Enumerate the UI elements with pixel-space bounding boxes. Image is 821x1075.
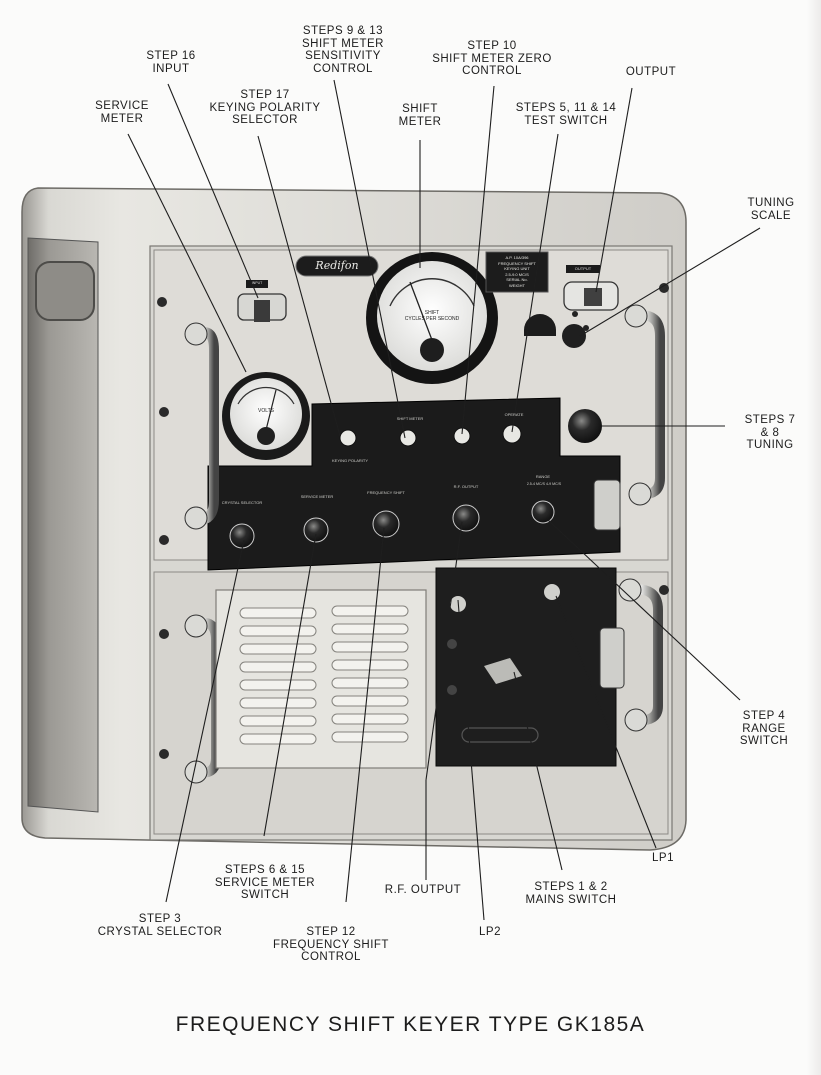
knob-freq-label: FREQUENCY SHIFT xyxy=(367,490,405,495)
page-edge-shadow xyxy=(807,0,821,1075)
label-test-switch: STEPS 5, 11 & 14 TEST SWITCH xyxy=(515,102,617,127)
label-shift-meter: SHIFT METER xyxy=(398,103,442,128)
label-zero-control: STEP 10 SHIFT METER ZERO CONTROL xyxy=(432,40,552,77)
shift-meter xyxy=(366,252,498,384)
label-lp2: LP2 xyxy=(479,926,501,938)
output-connector xyxy=(563,265,619,311)
label-service-meter-switch: STEPS 6 & 15 SERVICE METER SWITCH xyxy=(214,864,316,901)
label-lp1: LP1 xyxy=(652,852,674,864)
nameplate xyxy=(485,251,549,293)
tuning-scale-window xyxy=(562,324,586,348)
label-freq-shift: STEP 12 FREQUENCY SHIFT CONTROL xyxy=(273,926,389,963)
cabinet-side xyxy=(27,237,99,813)
label-mains-switch: STEPS 1 & 2 MAINS SWITCH xyxy=(525,881,617,906)
label-range-switch: STEP 4 RANGE SWITCH xyxy=(739,710,789,747)
leader-lines xyxy=(127,79,761,921)
brand-badge xyxy=(295,255,379,277)
label-crystal-selector: STEP 3 CRYSTAL SELECTOR xyxy=(97,913,223,938)
strip-knobs xyxy=(229,500,555,549)
keying-polarity-panel-text: KEYING POLARITY xyxy=(331,458,368,463)
label-tuning: STEPS 7 & 8 TUNING xyxy=(744,414,796,451)
input-tag: INPUT xyxy=(251,281,263,285)
label-output: OUTPUT xyxy=(625,66,677,78)
nameplate-text: A.P. 10A/396 FREQUENCY SHIFT KEYING UNIT… xyxy=(498,255,536,288)
label-sensitivity: STEPS 9 & 13 SHIFT METER SENSITIVITY CON… xyxy=(302,25,384,75)
shift-meter-panel-text: SHIFT METER xyxy=(396,416,424,421)
strip-switches xyxy=(339,424,522,447)
operate-panel-text: OPERATE xyxy=(504,412,524,417)
fuse-holders xyxy=(593,479,625,689)
vent-grille xyxy=(215,589,427,769)
panel-screws xyxy=(157,283,669,759)
brand-label: Redifon xyxy=(315,259,359,272)
knob-rf-label: R.F. OUTPUT xyxy=(453,484,479,489)
input-connector xyxy=(237,280,287,322)
service-meter xyxy=(222,372,310,460)
shift-meter-dial-text: SHIFT CYCLES PER SECOND xyxy=(404,310,460,322)
service-meter-dial-text: VOLTS xyxy=(257,408,275,414)
power-panel xyxy=(435,567,617,767)
label-service-meter: SERVICE METER xyxy=(95,100,149,125)
knob-crystal-label: CRYSTAL SELECTOR xyxy=(221,500,263,505)
knob-service-label: SERVICE METER xyxy=(300,494,334,499)
label-tuning-scale: TUNING SCALE xyxy=(747,197,795,222)
output-tag: OUTPUT xyxy=(574,266,592,271)
label-rf-output: R.F. OUTPUT xyxy=(384,884,462,896)
label-keying-polarity: STEP 17 KEYING POLARITY SELECTOR xyxy=(209,89,321,126)
figure-caption: FREQUENCY SHIFT KEYER TYPE GK185A xyxy=(175,1013,646,1036)
tuning-knob xyxy=(568,409,602,443)
range-values-text: 2.5-4 MC/S 4-9 MC/S xyxy=(526,482,562,486)
knob-range-label: RANGE xyxy=(535,474,551,479)
label-input: STEP 16 INPUT xyxy=(146,50,196,75)
